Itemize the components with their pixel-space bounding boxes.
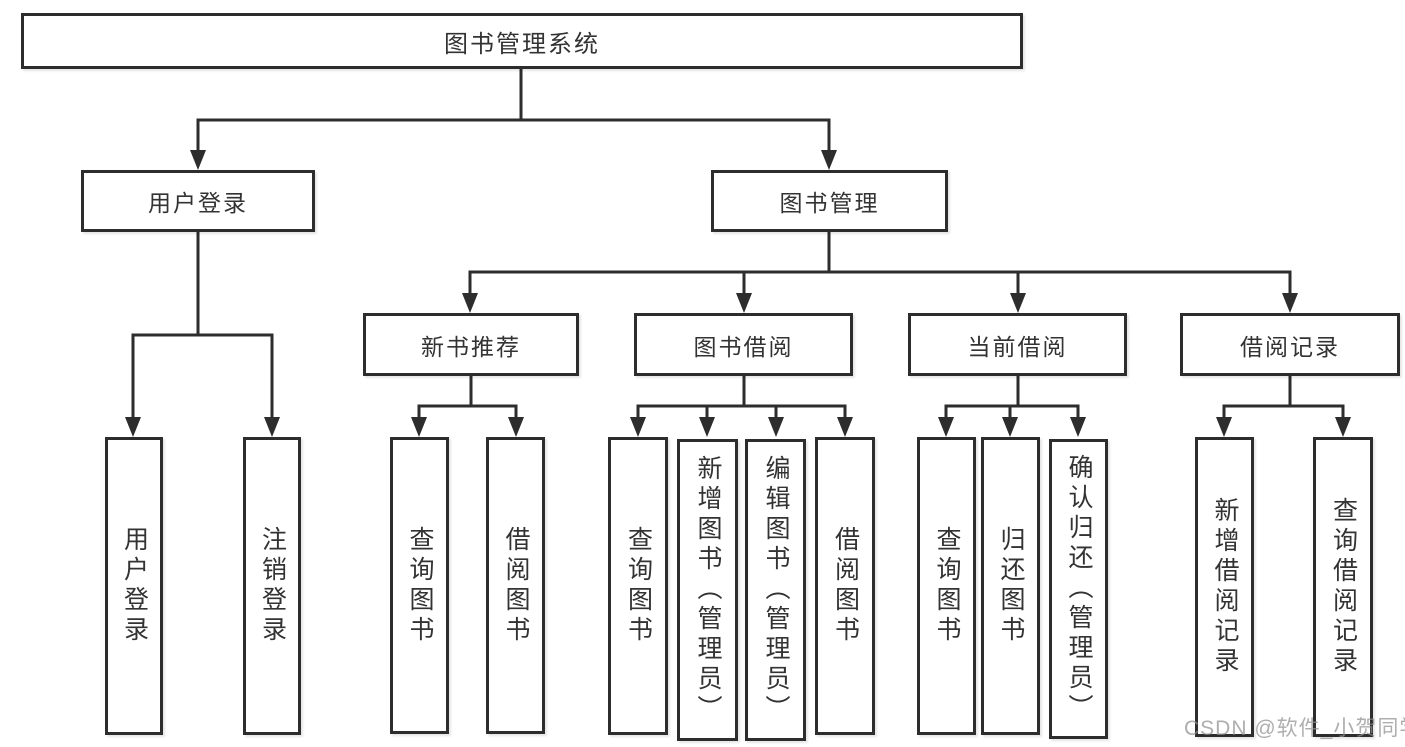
leaf-borrow-add-book-admin: 新增图书（管理员） <box>677 439 738 741</box>
node-user-login-label: 用户登录 <box>148 190 248 216</box>
node-book-management-label: 图书管理 <box>779 190 880 216</box>
node-borrowing-records: 借阅记录 <box>1180 313 1400 376</box>
leaf-login-user-login-label: 用户登录 <box>120 526 149 646</box>
leaf-borrow-edit-book-admin-label: 编辑图书（管理员） <box>762 455 790 725</box>
leaf-current-confirm-return-admin: 确认归还（管理员） <box>1049 439 1108 739</box>
node-book-borrowing: 图书借阅 <box>634 313 853 376</box>
node-current-borrowing: 当前借阅 <box>908 313 1127 376</box>
leaf-current-confirm-return-admin-label: 确认归还（管理员） <box>1065 454 1093 724</box>
leaf-records-query-record: 查询借阅记录 <box>1313 437 1373 737</box>
node-book-management: 图书管理 <box>711 170 948 232</box>
node-current-borrowing-label: 当前借阅 <box>967 333 1068 360</box>
leaf-current-query-book: 查询图书 <box>917 437 976 735</box>
leaf-login-logout: 注销登录 <box>243 437 301 735</box>
node-borrowing-records-label: 借阅记录 <box>1240 333 1340 360</box>
watermark: CSDN @软件_小贺同学 <box>1184 717 1405 740</box>
leaf-borrow-borrow-book-label: 借阅图书 <box>831 526 860 646</box>
leaf-records-add-record: 新增借阅记录 <box>1195 437 1254 737</box>
leaf-borrow-query-book: 查询图书 <box>608 437 668 735</box>
node-new-book-recommendation-label: 新书推荐 <box>421 333 521 360</box>
leaf-current-return-book: 归还图书 <box>981 437 1040 735</box>
leaf-recommend-query-book-label: 查询图书 <box>406 525 434 646</box>
leaf-borrow-add-book-admin-label: 新增图书（管理员） <box>694 455 722 725</box>
arrowhead-icons <box>125 150 1351 437</box>
leaf-current-query-book-label: 查询图书 <box>933 526 961 646</box>
leaf-records-query-record-label: 查询借阅记录 <box>1329 497 1358 677</box>
node-book-borrowing-label: 图书借阅 <box>693 333 794 360</box>
leaf-borrow-edit-book-admin: 编辑图书（管理员） <box>745 439 806 741</box>
leaf-borrow-borrow-book: 借阅图书 <box>815 437 875 735</box>
node-user-login: 用户登录 <box>81 170 315 232</box>
leaf-recommend-borrow-book-label: 借阅图书 <box>502 525 530 646</box>
leaf-current-return-book-label: 归还图书 <box>997 526 1025 646</box>
leaf-recommend-borrow-book: 借阅图书 <box>486 437 545 734</box>
node-root: 图书管理系统 <box>21 13 1023 69</box>
node-root-label: 图书管理系统 <box>444 30 600 58</box>
leaf-login-user-login: 用户登录 <box>105 437 163 735</box>
leaf-borrow-query-book-label: 查询图书 <box>624 526 653 646</box>
leaf-login-logout-label: 注销登录 <box>258 526 287 646</box>
node-new-book-recommendation: 新书推荐 <box>363 313 579 376</box>
leaf-recommend-query-book: 查询图书 <box>390 437 449 734</box>
leaf-records-add-record-label: 新增借阅记录 <box>1211 497 1239 677</box>
